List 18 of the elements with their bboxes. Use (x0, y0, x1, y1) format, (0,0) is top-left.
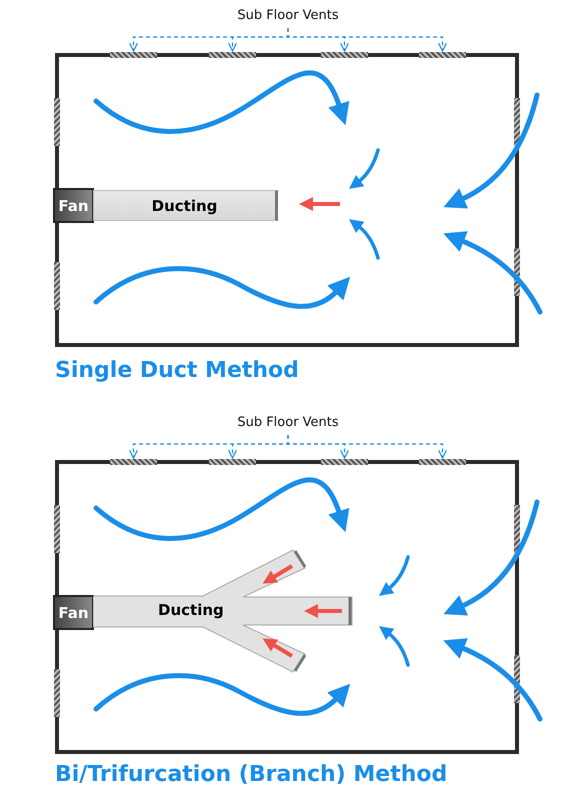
floor-vent (419, 459, 466, 465)
vent-label: Sub Floor Vents (218, 415, 358, 435)
floor-vent (321, 52, 368, 58)
floor-vent (110, 459, 157, 465)
vent-label: Sub Floor Vents (218, 8, 358, 28)
leader-line (287, 28, 448, 52)
floor-vent (209, 52, 256, 58)
floor-vent (110, 52, 157, 58)
fan-unit: Fan (53, 595, 94, 630)
leader-line (287, 435, 448, 459)
floor-vent (209, 459, 256, 465)
ducting-label: Ducting (158, 601, 224, 619)
floor-vent (321, 459, 368, 465)
method-title: Bi/Trifurcation (Branch) Method (55, 762, 448, 787)
ducting: Ducting (93, 190, 278, 221)
floor-vent (419, 52, 466, 58)
fan-unit: Fan (53, 188, 94, 223)
method-title: Single Duct Method (55, 358, 299, 383)
